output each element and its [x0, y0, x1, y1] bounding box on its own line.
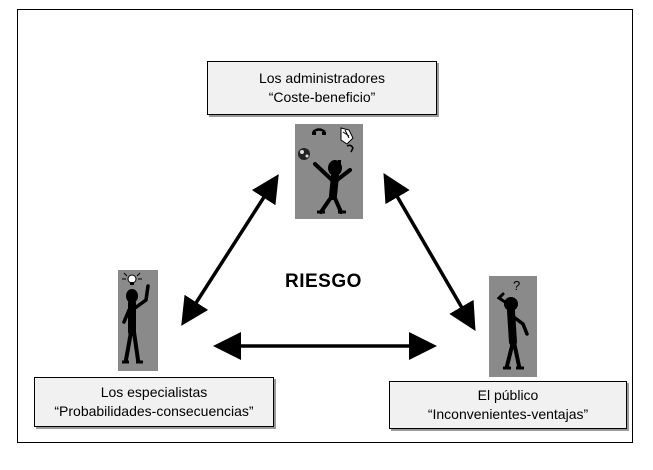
- arrow-top-left: [181, 174, 279, 326]
- node-publico: El público “Inconvenientes-ventajas”: [389, 381, 627, 429]
- node-especialistas-title: Los especialistas: [100, 384, 208, 400]
- node-especialistas: Los especialistas “Probabilidades-consec…: [34, 377, 274, 427]
- svg-text:?: ?: [513, 278, 520, 293]
- node-publico-title: El público: [477, 387, 539, 403]
- node-administradores: Los administradores “Coste-beneficio”: [207, 61, 437, 115]
- arrow-top-right: [383, 172, 476, 332]
- center-label-riesgo: RIESGO: [285, 271, 362, 292]
- idea-figure-icon: [118, 270, 158, 371]
- node-publico-subtitle: “Inconvenientes-ventajas”: [427, 406, 589, 422]
- node-administradores-title: Los administradores: [258, 70, 386, 86]
- node-especialistas-subtitle: “Probabilidades-consecuencias”: [54, 403, 254, 419]
- juggler-figure-icon: [295, 124, 363, 219]
- node-administradores-subtitle: “Coste-beneficio”: [268, 89, 376, 105]
- thinking-figure-icon: ?: [489, 276, 537, 377]
